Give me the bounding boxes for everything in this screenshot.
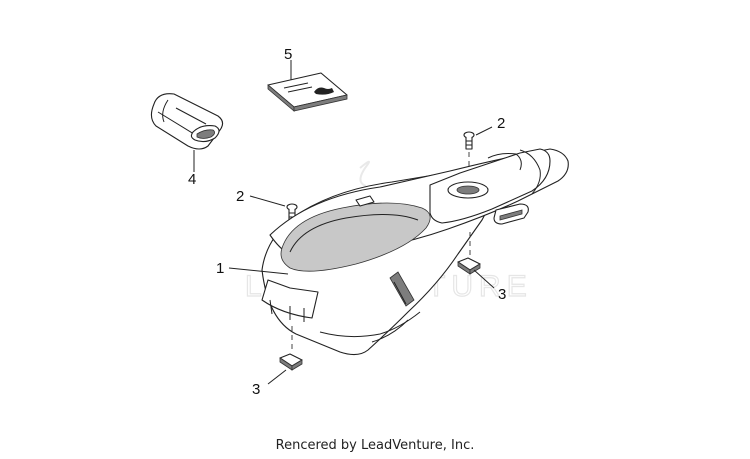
callout-3-bottom: 3 [252,381,260,398]
part-5-decal [267,60,348,112]
callout-1: 1 [216,260,224,277]
part-2-screw-upper [463,126,493,176]
part-3-nut-bottom [267,326,303,385]
part-3-nut-right [457,257,495,289]
callout-3-right: 3 [498,286,506,303]
footer-credit: Rencered by LeadVenture, Inc. [275,438,475,453]
callout-4: 4 [188,171,196,188]
callout-5: 5 [284,46,292,63]
callout-2-upper: 2 [497,115,505,132]
part-4-pouch [150,93,224,172]
part-1-body [228,148,569,356]
callout-2-lower: 2 [236,188,244,205]
